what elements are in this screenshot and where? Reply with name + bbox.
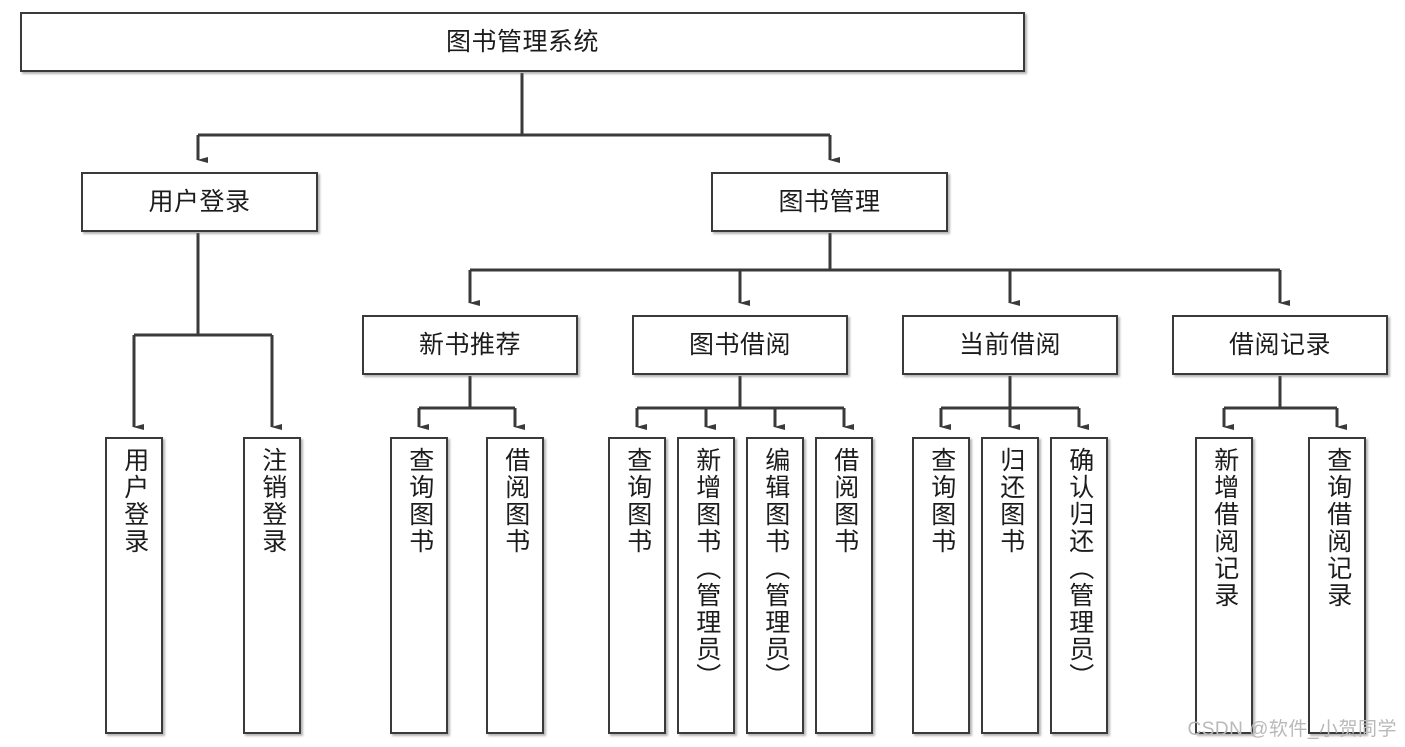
node-leaf-query-record-label: 查询借阅记录	[1323, 447, 1352, 609]
node-current-borrow[interactable]: 当前借阅	[902, 315, 1118, 375]
node-current-borrow-label: 当前借阅	[958, 330, 1061, 359]
node-leaf-return-book-label: 归还图书	[996, 447, 1025, 555]
node-leaf-query-book-2-label: 查询图书	[623, 447, 652, 555]
node-leaf-edit-book[interactable]: 编辑图书（管理员）	[746, 437, 804, 734]
node-leaf-query-book-1-label: 查询图书	[405, 447, 434, 555]
node-leaf-query-record[interactable]: 查询借阅记录	[1308, 437, 1366, 734]
node-leaf-query-book-3-label: 查询图书	[927, 447, 956, 555]
node-leaf-borrow-book-2[interactable]: 借阅图书	[815, 437, 873, 734]
node-leaf-borrow-book-2-label: 借阅图书	[830, 447, 859, 555]
node-book-manage[interactable]: 图书管理	[711, 172, 948, 232]
node-leaf-add-record[interactable]: 新增借阅记录	[1195, 437, 1253, 734]
node-user-login-label: 用户登录	[148, 187, 251, 216]
node-leaf-borrow-book-1[interactable]: 借阅图书	[486, 437, 544, 734]
node-user-login[interactable]: 用户登录	[81, 172, 318, 232]
node-leaf-borrow-book-1-label: 借阅图书	[501, 447, 530, 555]
node-leaf-edit-book-label: 编辑图书（管理员）	[761, 447, 790, 690]
node-leaf-logout-login[interactable]: 注销登录	[243, 437, 301, 734]
node-leaf-query-book-2[interactable]: 查询图书	[608, 437, 666, 734]
node-leaf-query-book-3[interactable]: 查询图书	[912, 437, 970, 734]
node-leaf-return-book[interactable]: 归还图书	[981, 437, 1039, 734]
node-root[interactable]: 图书管理系统	[20, 12, 1025, 72]
node-borrow-record[interactable]: 借阅记录	[1172, 315, 1388, 375]
node-leaf-add-record-label: 新增借阅记录	[1210, 447, 1239, 609]
node-leaf-user-login[interactable]: 用户登录	[105, 437, 163, 734]
node-book-borrow-label: 图书借阅	[688, 330, 791, 359]
node-leaf-add-book[interactable]: 新增图书（管理员）	[677, 437, 735, 734]
node-leaf-confirm-return[interactable]: 确认归还（管理员）	[1050, 437, 1108, 734]
node-leaf-logout-login-label: 注销登录	[258, 447, 287, 555]
node-leaf-add-book-label: 新增图书（管理员）	[692, 447, 721, 690]
node-book-manage-label: 图书管理	[778, 187, 881, 216]
node-leaf-user-login-label: 用户登录	[120, 447, 149, 555]
node-new-book-recommend[interactable]: 新书推荐	[362, 315, 578, 375]
node-leaf-query-book-1[interactable]: 查询图书	[390, 437, 448, 734]
node-new-book-recommend-label: 新书推荐	[418, 330, 521, 359]
node-borrow-record-label: 借阅记录	[1228, 330, 1331, 359]
node-book-borrow[interactable]: 图书借阅	[632, 315, 848, 375]
node-leaf-confirm-return-label: 确认归还（管理员）	[1065, 447, 1094, 690]
node-root-label: 图书管理系统	[445, 27, 599, 56]
